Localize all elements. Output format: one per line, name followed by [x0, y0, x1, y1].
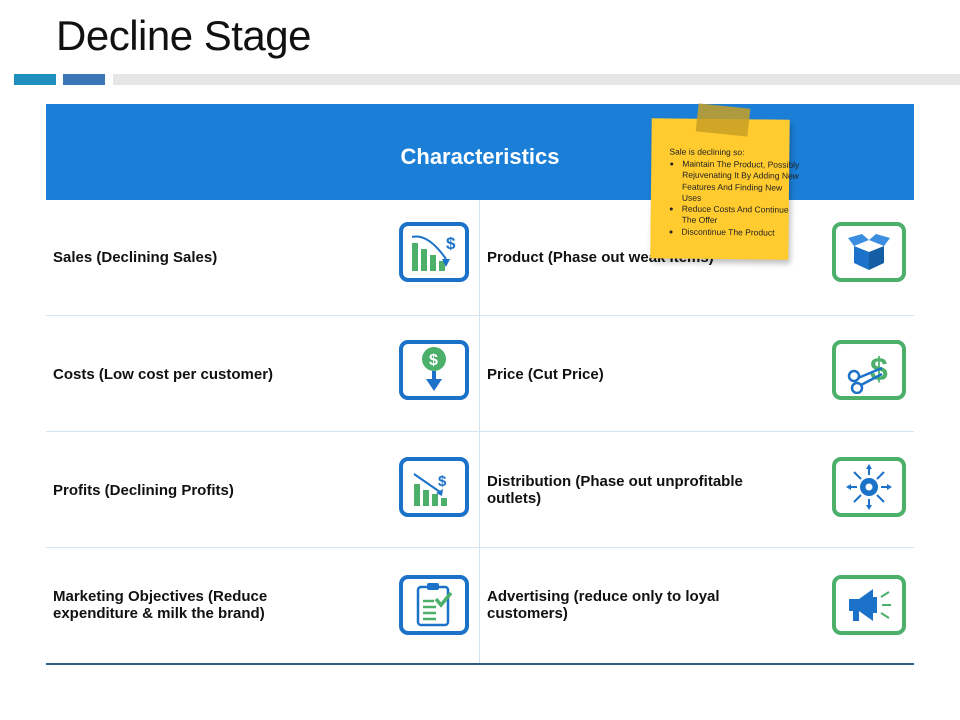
- accent-bar-3: [113, 74, 960, 85]
- cell-profits: Profits (Declining Profits): [53, 482, 234, 499]
- megaphone-icon: [832, 575, 906, 635]
- sticky-note-item: Reduce Costs And Continue The Offer: [682, 204, 802, 228]
- dollar-down-arrow-icon: $: [399, 340, 469, 400]
- accent-bar-1: [14, 74, 56, 85]
- sticky-note: Sale is declining so: Maintain The Produ…: [650, 118, 799, 260]
- cell-advertising: Advertising (reduce only to loyal custom…: [487, 588, 720, 622]
- sticky-note-heading: Sale is declining so:: [669, 146, 745, 158]
- column-divider: [479, 200, 480, 663]
- distribution-network-icon: [832, 457, 906, 517]
- tape-strip: [695, 103, 751, 137]
- svg-text:$: $: [446, 234, 456, 253]
- sticky-note-list: Maintain The Product, Possibly Rejuvenat…: [664, 158, 802, 255]
- table-header-label: Characteristics: [400, 144, 560, 169]
- clipboard-checklist-icon: [399, 575, 469, 635]
- table-row: Profits (Declining Profits) $ Distributi…: [46, 432, 914, 548]
- declining-profit-chart-icon: $: [399, 457, 469, 517]
- sticky-note-item: Discontinue The Product: [681, 226, 801, 239]
- page-title: Decline Stage: [56, 12, 312, 59]
- cell-sales: Sales (Declining Sales): [53, 249, 218, 266]
- cell-costs: Costs (Low cost per customer): [53, 366, 274, 383]
- sticky-note-item: Maintain The Product, Possibly Rejuvenat…: [682, 159, 802, 205]
- table-row: Costs (Low cost per customer) $ Price (C…: [46, 316, 914, 432]
- svg-text:$: $: [438, 473, 447, 490]
- cell-marketing-objectives: Marketing Objectives (Reduce expenditure…: [53, 588, 268, 622]
- svg-text:$: $: [429, 352, 438, 369]
- table-row: Marketing Objectives (Reduce expenditure…: [46, 548, 914, 665]
- table-row: Sales (Declining Sales) $ Product (Phase…: [46, 200, 914, 316]
- accent-bar-2: [63, 74, 105, 85]
- cell-distribution: Distribution (Phase out unprofitable out…: [487, 473, 743, 507]
- open-box-icon: [832, 222, 906, 282]
- declining-sales-chart-icon: $: [399, 222, 469, 282]
- scissors-dollar-icon: $: [832, 340, 906, 400]
- cell-price: Price (Cut Price): [487, 366, 604, 383]
